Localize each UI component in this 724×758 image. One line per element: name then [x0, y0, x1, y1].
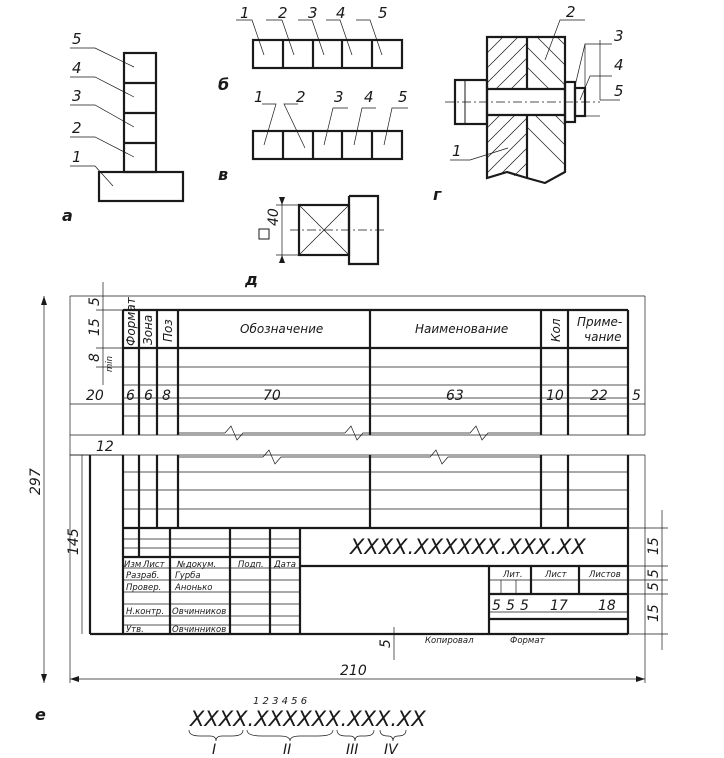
- dim-row-5: 5: [87, 297, 103, 306]
- tb-dim-18: 18: [598, 598, 616, 614]
- code-group-4: IV: [384, 742, 399, 758]
- fig-a-label-4: 4: [72, 59, 82, 77]
- fig-g-label-1: 1: [452, 142, 462, 160]
- dim-col-5: 5: [632, 388, 641, 404]
- tb-lit: Лит.: [502, 570, 523, 580]
- dim-left-12: 12: [96, 439, 114, 455]
- caption-g: г: [433, 185, 442, 204]
- dim-row-min: min: [105, 356, 115, 372]
- figure-g: 2 3 4 5 1 г: [433, 3, 624, 204]
- fig-a-label-5: 5: [72, 30, 82, 48]
- tb-hdr-izm: Изм: [124, 560, 142, 570]
- dim-col-63: 63: [446, 388, 464, 404]
- fig-g-label-4: 4: [614, 56, 624, 74]
- title-block-code: ХХХХ.ХХХХХХ.ХХХ.ХХ: [349, 535, 586, 559]
- figure-b: 1 2 3 4 5 б: [218, 4, 404, 94]
- dim-col-6a: 6: [126, 388, 135, 404]
- tb-right-15a: 15: [646, 537, 662, 555]
- fig-g-label-2: 2: [566, 3, 576, 21]
- fig-b-label-2: 2: [278, 4, 288, 22]
- fig-v-label-5: 5: [398, 88, 408, 106]
- figure-a: 5 4 3 2 1 а: [62, 30, 185, 225]
- fig-v-label-1: 1: [254, 88, 264, 106]
- code-group-3: III: [346, 742, 358, 758]
- dim-bottom-5: 5: [378, 639, 394, 648]
- code-group-2: II: [283, 742, 291, 758]
- fig-v-label-2: 2: [296, 88, 306, 106]
- dim-col-6b: 6: [144, 388, 153, 404]
- fig-v-label-4: 4: [364, 88, 374, 106]
- tb-name-checked: Анонько: [174, 583, 212, 593]
- header-qty: Кол: [549, 318, 563, 342]
- header-note-1: Приме-: [577, 315, 622, 329]
- code-breakdown-code: ХХХХ.ХХХХХХ.ХХХ.ХХ: [189, 707, 426, 731]
- caption-a: а: [62, 206, 73, 225]
- header-designation: Обозначение: [240, 322, 323, 336]
- fig-v-label-3: 3: [334, 88, 344, 106]
- tb-dim-17: 17: [550, 598, 568, 614]
- fig-d-dimension: 40: [266, 208, 282, 226]
- fig-g-label-5: 5: [614, 82, 624, 100]
- fig-a-label-3: 3: [72, 87, 82, 105]
- tb-name-developed: Гурба: [175, 571, 201, 581]
- tb-right-15b: 15: [646, 604, 662, 622]
- tb-right-5b: 5: [646, 582, 662, 591]
- fig-b-label-1: 1: [240, 4, 250, 22]
- tb-copied: Копировал: [425, 636, 474, 646]
- caption-v: в: [218, 165, 228, 184]
- header-pos: Поз: [161, 319, 175, 342]
- tb-name-approved: Овчинников: [172, 625, 226, 635]
- fig-b-label-5: 5: [378, 4, 388, 22]
- fig-a-label-1: 1: [72, 148, 82, 166]
- tb-role-developed: Разраб.: [126, 571, 159, 581]
- tb-role-approved: Утв.: [126, 625, 144, 635]
- tb-format: Формат: [510, 636, 546, 646]
- tb-hdr-date: Дата: [273, 560, 296, 570]
- caption-b: б: [218, 75, 229, 94]
- dim-row-8: 8: [87, 353, 103, 362]
- tb-sheets: Листов: [588, 570, 621, 580]
- dim-row-15: 15: [87, 318, 103, 336]
- tb-hdr-list: Лист: [142, 560, 166, 570]
- dim-col-22: 22: [590, 388, 608, 404]
- header-format: Формат: [124, 296, 138, 346]
- tb-role-checked: Провер.: [126, 583, 161, 593]
- fig-b-label-4: 4: [336, 4, 346, 22]
- tb-hdr-doc: №докум.: [176, 560, 216, 570]
- dim-height-145: 145: [66, 528, 82, 555]
- header-note-2: чание: [584, 330, 621, 344]
- dim-col-10: 10: [546, 388, 564, 404]
- figure-v: 1 2 3 4 5 в: [218, 88, 408, 184]
- tb-dim-5b: 5: [506, 598, 515, 614]
- tb-dim-5c: 5: [520, 598, 529, 614]
- tb-sheet: Лист: [544, 570, 568, 580]
- code-digit-index: 1 2 3 4 5 6: [253, 696, 307, 707]
- tb-role-ncontrol: Н.контр.: [126, 607, 164, 617]
- caption-e: е: [35, 705, 46, 724]
- code-breakdown: 1 2 3 4 5 6 ХХХХ.ХХХХХХ.ХХХ.ХХ I II III …: [188, 696, 426, 758]
- dim-col-70: 70: [263, 388, 281, 404]
- fig-g-label-3: 3: [614, 27, 624, 45]
- tb-right-5a: 5: [646, 569, 662, 578]
- dim-width-210: 210: [340, 663, 367, 679]
- fig-a-label-2: 2: [72, 119, 82, 137]
- caption-d: д: [244, 270, 258, 289]
- tb-name-ncontrol: Овчинников: [172, 607, 226, 617]
- dim-col-8: 8: [162, 388, 171, 404]
- header-zone: Зона: [141, 315, 155, 345]
- code-group-1: I: [212, 742, 216, 758]
- figure-d: 40 д: [244, 194, 386, 289]
- figure-e-spec-form: Формат Зона Поз Обозначение Наименование…: [28, 282, 668, 724]
- tb-dim-5a: 5: [492, 598, 501, 614]
- dim-height-297: 297: [28, 468, 44, 495]
- fig-b-label-3: 3: [308, 4, 318, 22]
- tb-hdr-sign: Подп.: [238, 560, 264, 570]
- dim-col-20: 20: [86, 388, 104, 404]
- header-name: Наименование: [415, 322, 508, 336]
